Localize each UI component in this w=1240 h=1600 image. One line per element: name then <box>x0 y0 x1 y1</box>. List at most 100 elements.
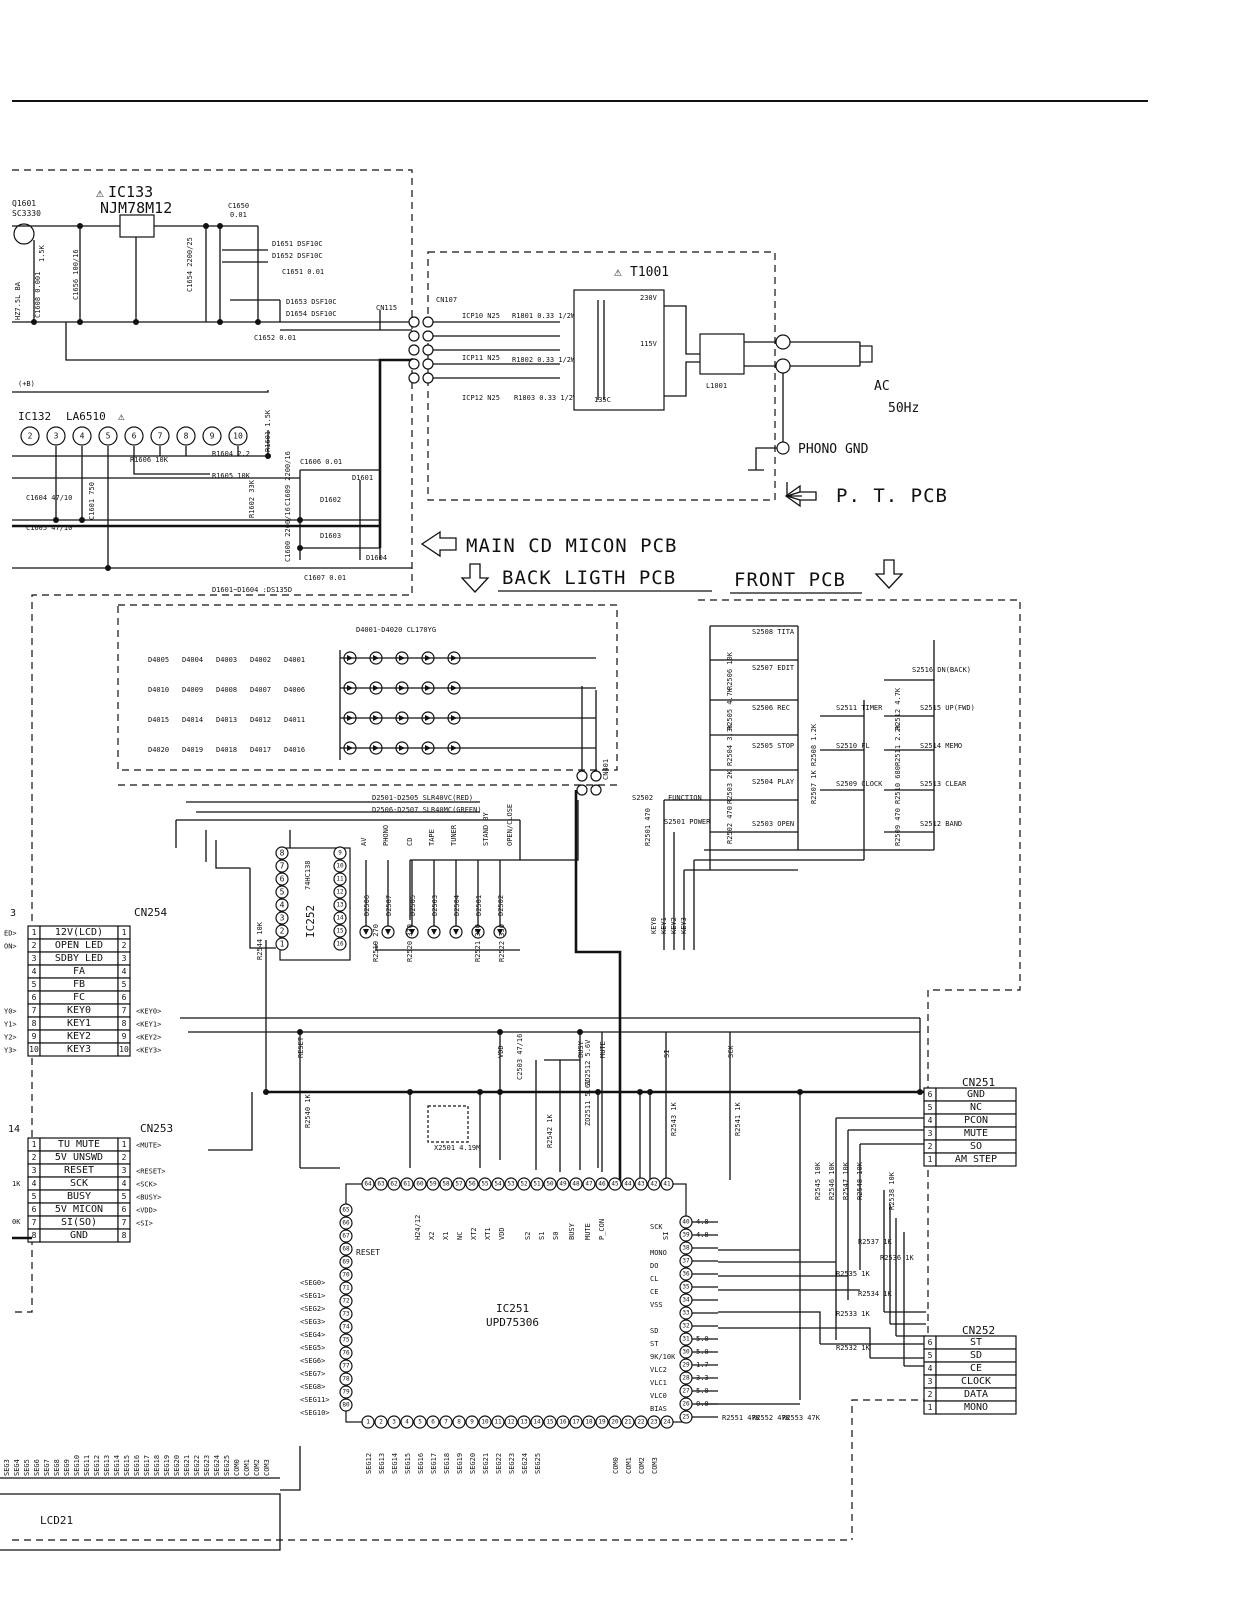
ic251-top-pin-label: H24/12 <box>414 1215 422 1240</box>
ic251-seg-tag: <SEG7> <box>300 1370 325 1378</box>
ic251-bottom-tag: SEG15 <box>404 1453 412 1474</box>
ic251-pin-number: 28 <box>682 1375 690 1382</box>
ic251-pin-number: 60 <box>416 1181 424 1188</box>
lcd-pin-tag: SEG9 <box>63 1459 71 1476</box>
front-led-label: D2502 <box>497 895 505 916</box>
connector-pin-number: 1 <box>32 1140 37 1149</box>
ic251-top-pin-label: NC <box>456 1232 464 1240</box>
ic251-pin <box>595 1415 609 1429</box>
icp10-label: ICP10 N25 <box>462 312 500 320</box>
function-label: TUNER <box>450 824 458 846</box>
r2519-label: R2519 270 <box>372 924 380 962</box>
signal-tag: BUSY <box>577 1040 585 1058</box>
ic251-pin-number: 4 <box>405 1419 409 1426</box>
ic252-pin <box>275 846 289 860</box>
r2538-label: R2538 10K <box>888 1171 896 1210</box>
arrow-left-icon <box>420 530 457 558</box>
backlight-led-label: D4020 <box>148 746 169 754</box>
ic251-pin-number: 52 <box>520 1181 528 1188</box>
ic251-pin <box>582 1415 596 1429</box>
connector-signal-cell <box>935 1152 1017 1167</box>
r2502-label: R2502 470 <box>726 806 734 844</box>
ic252-pin-number: 5 <box>280 888 285 897</box>
cn401-connector <box>576 770 602 796</box>
arrow-down-icon <box>460 563 490 593</box>
connector-signal-name: GND <box>967 1089 985 1100</box>
ic251-pin-voltage: 4.8 <box>696 1231 709 1239</box>
ic251-pin-number: 64 <box>364 1181 372 1188</box>
ic251-seg-tag: <SEG4> <box>300 1331 325 1339</box>
connector-signal-tag: <BUSY> <box>136 1194 161 1202</box>
ic251-right-pin-label: VSS <box>650 1301 663 1309</box>
connector-pin-number: 1 <box>928 1403 933 1412</box>
led-note-1: D2501-D2505 SLR40VC(RED) <box>372 794 473 802</box>
connector-pin-number: 4 <box>928 1364 933 1373</box>
ic251-pin <box>491 1415 505 1429</box>
connector-pin-number: 6 <box>32 1205 37 1214</box>
connector-pin-number: 1 <box>122 928 127 937</box>
connector-pin-number: 6 <box>122 993 127 1002</box>
svg-text:9: 9 <box>210 432 215 441</box>
r2506-label: R2506 10K <box>726 651 734 690</box>
ic251-bottom-tag: COM3 <box>651 1457 659 1474</box>
ic252-pin-number: 12 <box>336 889 344 896</box>
ic251-pin <box>374 1177 388 1191</box>
c135-label: 135C <box>594 396 611 404</box>
ic251-pin-number: 45 <box>611 1181 619 1188</box>
ic251-pin-number: 2 <box>379 1419 383 1426</box>
pt-pcb-section: CN107 ICP10 N25 R1801 0.33 1/2W ICP11 N2… <box>408 265 948 508</box>
ic251-pin <box>413 1177 427 1191</box>
c1656-label: C1656 100/16 <box>72 249 80 300</box>
ic251-pin-number: 71 <box>342 1285 350 1292</box>
r2512-label: R2512 4.7K <box>894 687 902 730</box>
led-note-2: D2506-D2507 SLR40MC(GREEN) <box>372 806 482 814</box>
ic251-seg-tag: <SEG2> <box>300 1305 325 1313</box>
lcd-pin-tag: COM2 <box>253 1459 261 1476</box>
d1654-label: D1654 DSF10C <box>286 310 337 318</box>
q1601-transistor <box>13 223 35 245</box>
ic251-pin <box>387 1177 401 1191</box>
lcd-pin-tag: COM1 <box>243 1459 251 1476</box>
ic252-pin-number: 3 <box>280 914 285 923</box>
r2546-label: R2546 10K <box>828 1161 836 1200</box>
s2508-label: S2508 TITA <box>752 628 795 636</box>
ic251-bottom-tag: SEG17 <box>430 1453 438 1474</box>
connector-pin-number: 6 <box>122 1205 127 1214</box>
ic251-pin-number: 22 <box>637 1419 645 1426</box>
ic251-pin <box>339 1294 353 1308</box>
svg-text:6: 6 <box>132 432 137 441</box>
backlight-led-label: D4008 <box>216 686 237 694</box>
connector-signal-name: 12V(LCD) <box>55 927 103 938</box>
ic252-pin-number: 9 <box>338 850 342 857</box>
ic251-pin <box>339 1385 353 1399</box>
signal-tag: SCK <box>727 1045 735 1058</box>
signal-tag: RESET <box>297 1036 305 1058</box>
connector-pin-number: 4 <box>122 1179 127 1188</box>
r2511-label: R2511 2.2K <box>894 723 902 766</box>
c1607-label: C1607 0.01 <box>304 574 346 582</box>
ic251-pin <box>339 1242 353 1256</box>
v230-label: 230V <box>640 294 658 302</box>
ic251-pin-number: 17 <box>572 1419 580 1426</box>
ic251-right-pin-label: SCK <box>650 1223 663 1231</box>
r1801-label: R1801 0.33 1/2W <box>512 312 576 320</box>
ic251-pin <box>478 1415 492 1429</box>
r2547-label: R2547 10K <box>842 1161 850 1200</box>
ic251-pin-number: 33 <box>682 1310 690 1317</box>
ic251-body <box>345 1183 687 1423</box>
connector-pin-number: 10 <box>119 1045 129 1054</box>
pt-pcb-label: P. T. PCB <box>836 485 948 507</box>
ic251-pin-number: 65 <box>342 1207 350 1214</box>
c1651-label: C1651 0.01 <box>282 268 324 276</box>
connector-ext-tag: Y3> <box>4 1047 17 1055</box>
connector-signal-name: SCK <box>70 1178 88 1189</box>
connector-signal-tag: <VDD> <box>136 1207 157 1215</box>
ic251-bottom-tag: SEG21 <box>482 1453 490 1474</box>
r2543-label: R2543 1K <box>670 1101 678 1136</box>
zd2512-label: ZD2512 5.6V <box>584 1039 592 1086</box>
backlight-led-label: D4002 <box>250 656 271 664</box>
cn253-ref: CN253 <box>140 1122 173 1135</box>
